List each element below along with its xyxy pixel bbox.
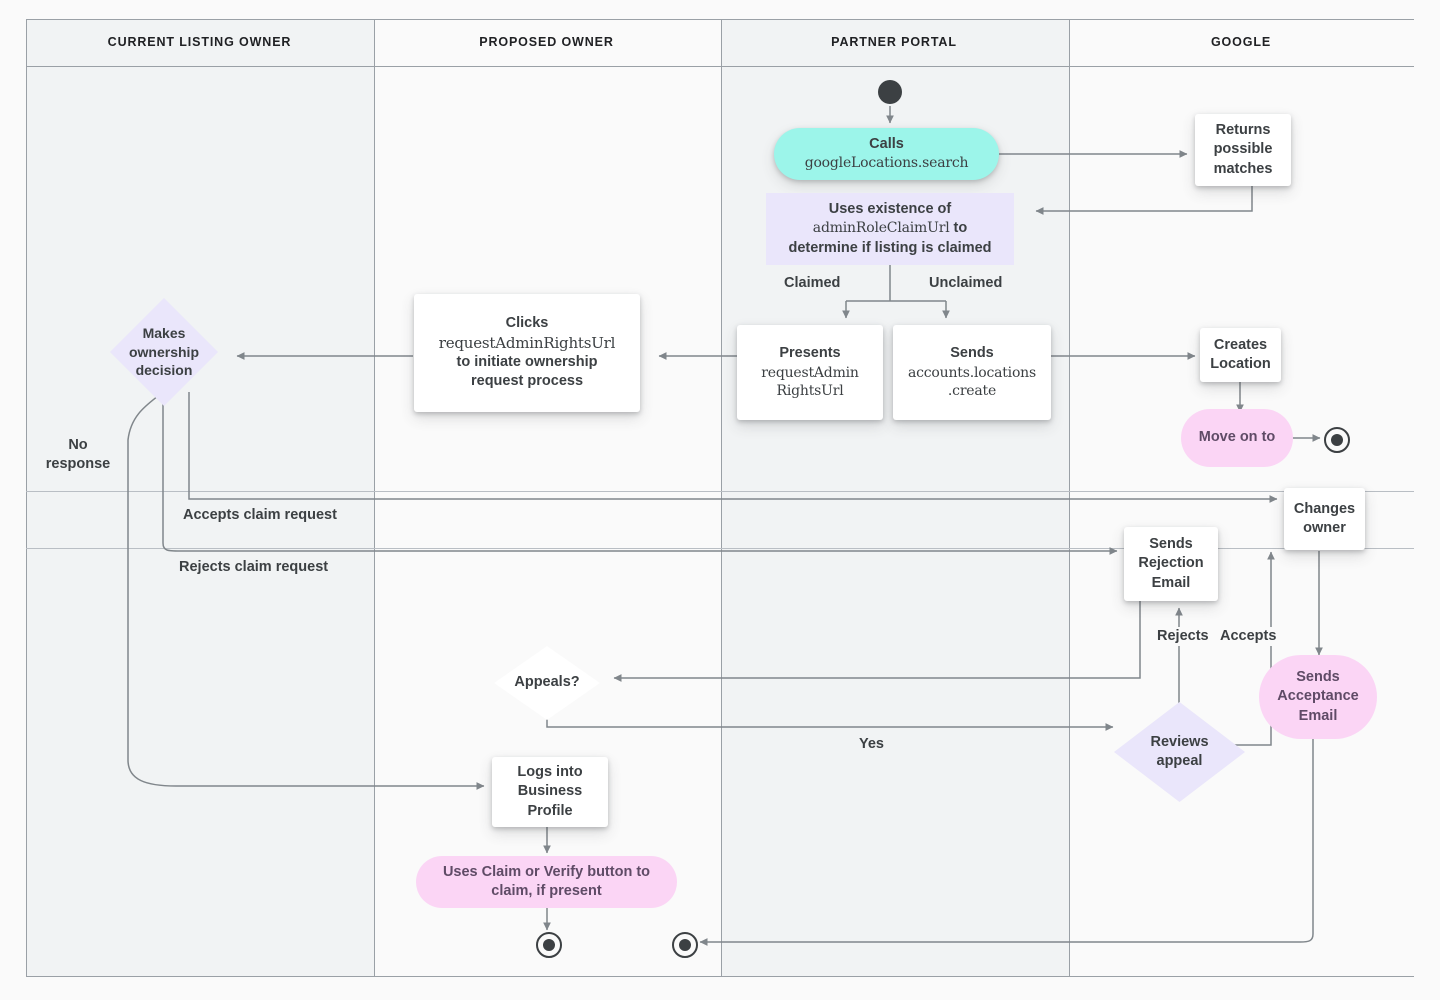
node-sendscreate-line2: accounts.locations: [908, 364, 1036, 381]
node-logs-line1: Logs into: [517, 764, 583, 781]
node-presents-line3: RightsUrl: [776, 383, 844, 400]
node-returns-line2: possible: [1213, 141, 1273, 158]
lane-header-proposed-owner: PROPOSED OWNER: [479, 35, 614, 49]
node-appeals-label: Appeals?: [514, 674, 580, 691]
row-divider-1: [26, 491, 1414, 492]
end-node-partner-portal: [672, 932, 698, 958]
node-returns-line1: Returns: [1215, 122, 1271, 139]
lane-header-partner-portal: PARTNER PORTAL: [831, 35, 957, 49]
node-presents-requestadminrightsurl[interactable]: Presents requestAdmin RightsUrl: [737, 325, 883, 420]
end-node-google: [1324, 427, 1350, 453]
node-creates-line2: Location: [1210, 356, 1271, 372]
node-calls-line1: Calls: [869, 136, 904, 153]
edge-label-no-response-line2: response: [45, 455, 111, 472]
node-uses-line3: determine if listing is claimed: [788, 239, 992, 256]
node-sends-acceptance-email[interactable]: Sends Acceptance Email: [1259, 655, 1377, 739]
node-creates-line1: Creates: [1213, 336, 1268, 353]
node-clicks-line4: request process: [470, 373, 584, 390]
swimlane-header-row: CURRENT LISTING OWNER PROPOSED OWNER PAR…: [26, 19, 1414, 67]
edge-label-no-response-line1: No: [68, 437, 88, 453]
node-move-on-to[interactable]: Move on to: [1181, 409, 1293, 467]
edge-label-yes: Yes: [856, 735, 887, 754]
node-clicks-line2: requestAdminRightsUrl: [438, 333, 616, 352]
edge-label-accepts: Accepts: [1217, 627, 1280, 646]
end-node-proposed-owner: [536, 932, 562, 958]
node-uses-claim-or-verify-button[interactable]: Uses Claim or Verify button to claim, if…: [416, 856, 677, 908]
node-makes-line3: decision: [135, 362, 193, 379]
node-calls-line2: googleLocations.search: [804, 155, 969, 172]
start-node: [878, 80, 902, 104]
node-rejemail-line1: Sends: [1149, 536, 1193, 553]
edge-label-no-response: No response: [34, 436, 122, 474]
lane-header-current-listing-owner: CURRENT LISTING OWNER: [107, 35, 292, 49]
lane-column-current-listing-owner: [27, 20, 374, 976]
edge-label-rejects-claim-request: Rejects claim request: [176, 558, 332, 577]
node-changes-line2: owner: [1303, 520, 1346, 536]
node-presents-line1: Presents: [779, 345, 841, 362]
node-clicks-line3: to initiate ownership: [456, 354, 598, 371]
node-returns-possible-matches[interactable]: Returns possible matches: [1195, 114, 1291, 186]
node-rejemail-line2: Rejection: [1138, 555, 1204, 572]
node-claim-line1: Uses Claim or Verify button to: [442, 863, 651, 880]
node-reviews-line2: appeal: [1156, 753, 1203, 769]
node-claim-line2: claim, if present: [491, 883, 602, 899]
edge-label-claimed: Claimed: [781, 274, 844, 293]
node-logs-into-business-profile[interactable]: Logs into Business Profile: [492, 757, 608, 827]
node-uses-line1: Uses existence of: [828, 201, 952, 218]
node-logs-line2: Business: [517, 783, 583, 800]
node-accemail-line3: Email: [1298, 707, 1338, 724]
node-rejemail-line3: Email: [1151, 574, 1191, 591]
node-reviews-line1: Reviews: [1150, 733, 1209, 750]
node-presents-line2: requestAdmin: [761, 364, 859, 381]
edge-label-unclaimed: Unclaimed: [926, 274, 1006, 293]
node-makes-line1: Makes: [142, 325, 186, 342]
node-moveon-label: Move on to: [1198, 429, 1276, 446]
node-sendscreate-line1: Sends: [950, 345, 994, 362]
node-accemail-line2: Acceptance: [1277, 688, 1359, 705]
node-uses-line2-code: adminRoleClaimUrl: [812, 220, 950, 237]
node-uses-line2-tail: to: [949, 220, 968, 237]
node-sends-accounts-locations-create[interactable]: Sends accounts.locations .create: [893, 325, 1051, 420]
node-calls-google-locations-search[interactable]: Calls googleLocations.search: [774, 128, 999, 180]
node-uses-existence-of-adminroleclaimurl[interactable]: Uses existence of adminRoleClaimUrl to d…: [766, 193, 1014, 265]
node-changes-line1: Changes: [1293, 500, 1356, 517]
node-returns-line3: matches: [1213, 160, 1273, 177]
node-makes-line2: ownership: [128, 343, 199, 360]
node-sendscreate-line3: .create: [947, 383, 997, 400]
lane-header-google: GOOGLE: [1210, 35, 1272, 49]
node-logs-line3: Profile: [527, 802, 573, 819]
node-uses-line2: adminRoleClaimUrl to: [788, 219, 991, 238]
node-changes-owner[interactable]: Changes owner: [1284, 488, 1365, 550]
node-clicks-requestadminrightsurl[interactable]: Clicks requestAdminRightsUrl to initiate…: [414, 294, 640, 412]
edge-label-rejects: Rejects: [1154, 627, 1212, 646]
lane-column-proposed-owner: [374, 20, 721, 976]
node-clicks-line1: Clicks: [505, 315, 549, 332]
edge-label-accepts-claim-request: Accepts claim request: [180, 506, 340, 525]
node-creates-location[interactable]: Creates Location: [1200, 328, 1281, 382]
node-sends-rejection-email[interactable]: Sends Rejection Email: [1124, 527, 1218, 601]
node-accemail-line1: Sends: [1296, 669, 1340, 686]
